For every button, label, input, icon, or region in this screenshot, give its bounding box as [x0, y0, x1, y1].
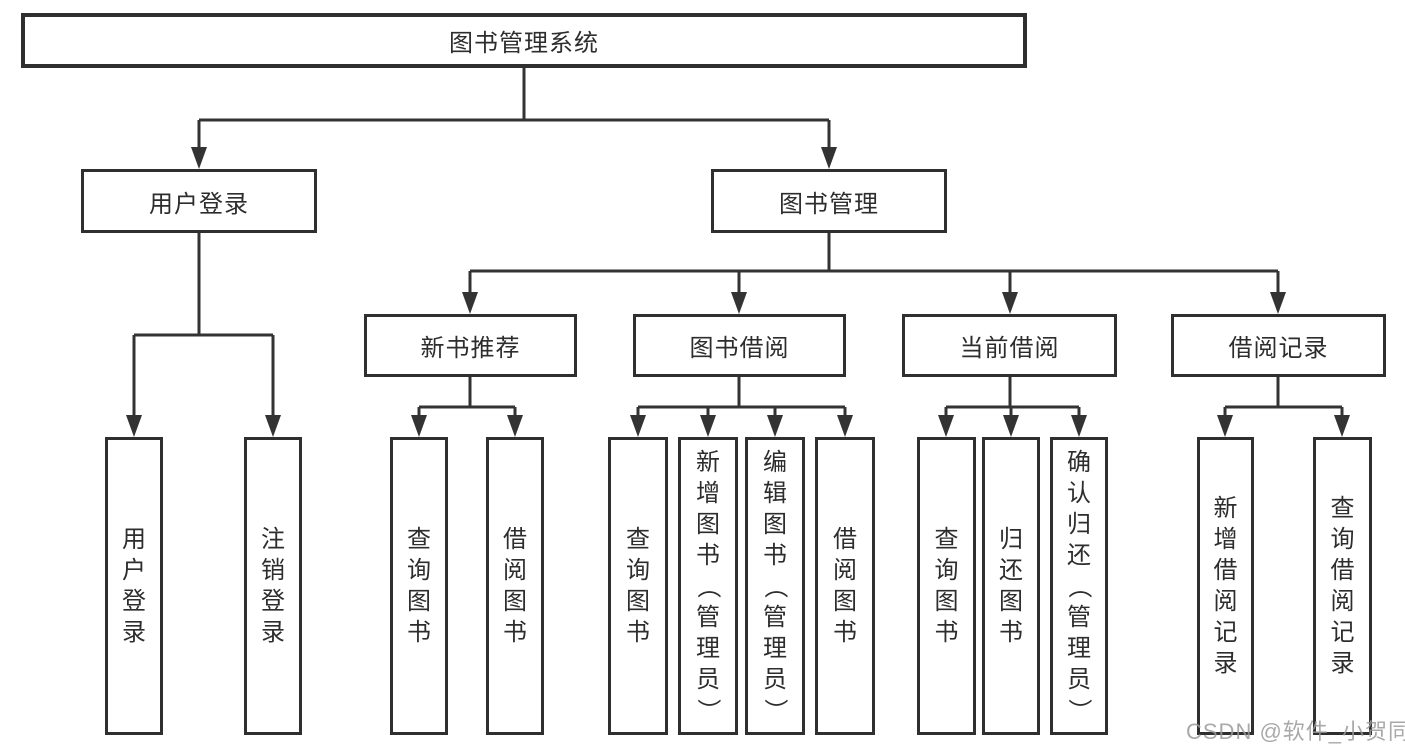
leaf-logout: 注销登录	[244, 437, 302, 735]
leaf-edit-books-admin: 编辑图书（管理员）	[745, 437, 805, 735]
node-book-borrowing: 图书借阅	[633, 314, 846, 377]
leaf-query-books-current: 查询图书	[917, 437, 976, 735]
leaf-add-books-admin: 新增图书（管理员）	[678, 437, 738, 735]
csdn-watermark: CSDN @软件_小贺同学	[1186, 719, 1405, 744]
leaf-return-books: 归还图书	[982, 437, 1040, 735]
node-root: 图书管理系统	[21, 13, 1027, 68]
leaf-confirm-return-admin: 确认归还（管理员）	[1050, 437, 1108, 735]
leaf-borrow-books-borrowing: 借阅图书	[815, 437, 875, 735]
node-user-login: 用户登录	[81, 169, 317, 233]
leaf-add-borrow-record: 新增借阅记录	[1197, 437, 1254, 735]
leaf-query-books-borrowing: 查询图书	[608, 437, 668, 735]
leaf-borrow-books-recommend: 借阅图书	[486, 437, 544, 735]
leaf-user-login: 用户登录	[105, 437, 163, 735]
leaf-query-books-recommend: 查询图书	[390, 437, 448, 735]
node-borrow-records: 借阅记录	[1171, 314, 1386, 377]
leaf-query-borrow-record: 查询借阅记录	[1313, 437, 1372, 735]
node-new-book-recommend: 新书推荐	[364, 314, 577, 377]
node-book-management: 图书管理	[711, 169, 947, 233]
node-current-borrowing: 当前借阅	[902, 314, 1117, 377]
